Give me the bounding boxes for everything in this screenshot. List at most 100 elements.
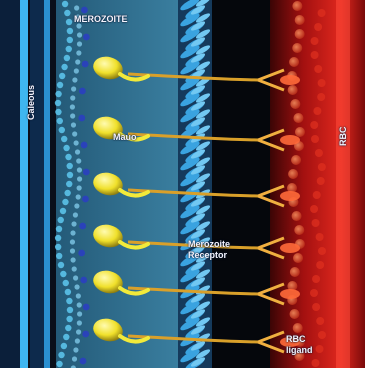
lattice-bead bbox=[55, 244, 61, 250]
lattice-bead bbox=[72, 356, 77, 361]
rbc-bead bbox=[317, 177, 325, 185]
lattice-bead bbox=[74, 140, 79, 145]
lattice-bead bbox=[75, 338, 80, 343]
rbc-bead bbox=[311, 135, 319, 143]
rbc-bead bbox=[316, 261, 324, 269]
lattice-bead-dark bbox=[78, 250, 85, 257]
rbc-bead bbox=[310, 205, 318, 213]
lattice-bead-dark bbox=[81, 142, 88, 149]
rbc-bead bbox=[315, 149, 323, 157]
ligand-head bbox=[280, 243, 300, 253]
lattice-bead bbox=[71, 122, 76, 127]
lattice-bead bbox=[77, 185, 82, 190]
lattice-bead bbox=[58, 352, 64, 358]
lattice-bead bbox=[65, 154, 71, 160]
lattice-bead bbox=[76, 23, 81, 28]
rbc-ligand-label-line1: RBC bbox=[286, 334, 306, 344]
lattice-bead-dark bbox=[83, 34, 90, 41]
lattice-bead bbox=[70, 104, 75, 109]
lattice-bead bbox=[56, 361, 62, 367]
rbc-highlight bbox=[336, 0, 350, 368]
lattice-bead-dark bbox=[79, 88, 86, 95]
lattice-bead bbox=[66, 316, 72, 322]
rbc-bead bbox=[316, 317, 324, 325]
rbc-bead bbox=[288, 169, 298, 179]
lattice-bead bbox=[76, 329, 81, 334]
lattice-bead bbox=[71, 257, 76, 262]
lattice-bead bbox=[64, 55, 70, 61]
lattice-bead bbox=[76, 158, 81, 163]
rbc-bead bbox=[317, 93, 325, 101]
lattice-bead bbox=[57, 82, 63, 88]
rbc-ligand-label-line2: ligand bbox=[286, 345, 313, 355]
rbc-bead bbox=[318, 9, 326, 17]
rbc-bead bbox=[293, 113, 303, 123]
lattice-bead bbox=[55, 109, 61, 115]
lattice-bead bbox=[67, 28, 73, 34]
lattice-bead-dark bbox=[83, 169, 90, 176]
lattice-bead bbox=[72, 131, 77, 136]
ligand-head bbox=[280, 191, 300, 201]
left-membrane-gap bbox=[30, 0, 44, 368]
rbc-bead bbox=[314, 23, 322, 31]
lattice-bead bbox=[66, 181, 72, 187]
rbc-bead bbox=[312, 219, 320, 227]
lattice-bead bbox=[59, 73, 65, 79]
rbc-bead bbox=[318, 331, 326, 339]
ligand-head bbox=[280, 75, 300, 85]
lattice-bead-dark bbox=[83, 304, 90, 311]
lattice-bead bbox=[74, 203, 79, 208]
rbc-bead bbox=[311, 37, 319, 45]
lattice-bead bbox=[61, 136, 67, 142]
left-membrane-inner bbox=[44, 0, 50, 368]
rbc-bead bbox=[293, 323, 303, 333]
rbc-bead bbox=[288, 85, 298, 95]
rbc-bead bbox=[311, 51, 319, 59]
rbc-bead bbox=[310, 121, 318, 129]
receptor-coat bbox=[178, 0, 212, 368]
lattice-bead bbox=[70, 113, 75, 118]
lattice-bead bbox=[67, 37, 73, 43]
lattice-bead bbox=[59, 127, 65, 133]
lattice-bead bbox=[70, 248, 75, 253]
lattice-bead bbox=[71, 86, 76, 91]
lattice-bead bbox=[56, 253, 62, 259]
lattice-bead bbox=[76, 50, 81, 55]
lattice-bead bbox=[60, 271, 66, 277]
lattice-bead bbox=[73, 347, 78, 352]
rbc-bead bbox=[311, 359, 319, 367]
lattice-bead-dark bbox=[80, 277, 87, 284]
lattice-bead bbox=[63, 145, 69, 151]
rbc-bead bbox=[292, 43, 302, 53]
lattice-bead bbox=[77, 311, 82, 316]
rbc-bead bbox=[318, 247, 326, 255]
lattice-bead bbox=[55, 235, 61, 241]
rbc-bead bbox=[292, 1, 302, 11]
rbc-bead bbox=[312, 303, 320, 311]
lattice-bead bbox=[62, 199, 68, 205]
lattice-bead bbox=[66, 298, 72, 304]
lattice-bead bbox=[77, 167, 82, 172]
lattice-bead bbox=[76, 293, 81, 298]
lattice-bead bbox=[75, 149, 80, 154]
lattice-bead-dark bbox=[78, 115, 85, 122]
rbc-bead bbox=[293, 253, 303, 263]
left-membrane-outer bbox=[20, 0, 28, 368]
rbc-bead bbox=[313, 107, 321, 115]
lattice-bead-dark bbox=[81, 7, 88, 14]
lattice-bead bbox=[77, 41, 82, 46]
pointer-label: Mauo bbox=[113, 132, 137, 142]
rbc-bead bbox=[316, 345, 324, 353]
lattice-bead bbox=[64, 10, 70, 16]
lattice-bead bbox=[58, 217, 64, 223]
rbc-bead bbox=[295, 127, 305, 137]
rbc-bead bbox=[295, 15, 305, 25]
lattice-bead bbox=[67, 172, 73, 178]
rbc-bead bbox=[313, 191, 321, 199]
rbc-bead bbox=[314, 65, 322, 73]
left-vertical-label: Caleous bbox=[26, 85, 36, 120]
rbc-bead bbox=[316, 233, 324, 241]
lattice-bead bbox=[74, 5, 79, 10]
lattice-bead bbox=[74, 284, 79, 289]
